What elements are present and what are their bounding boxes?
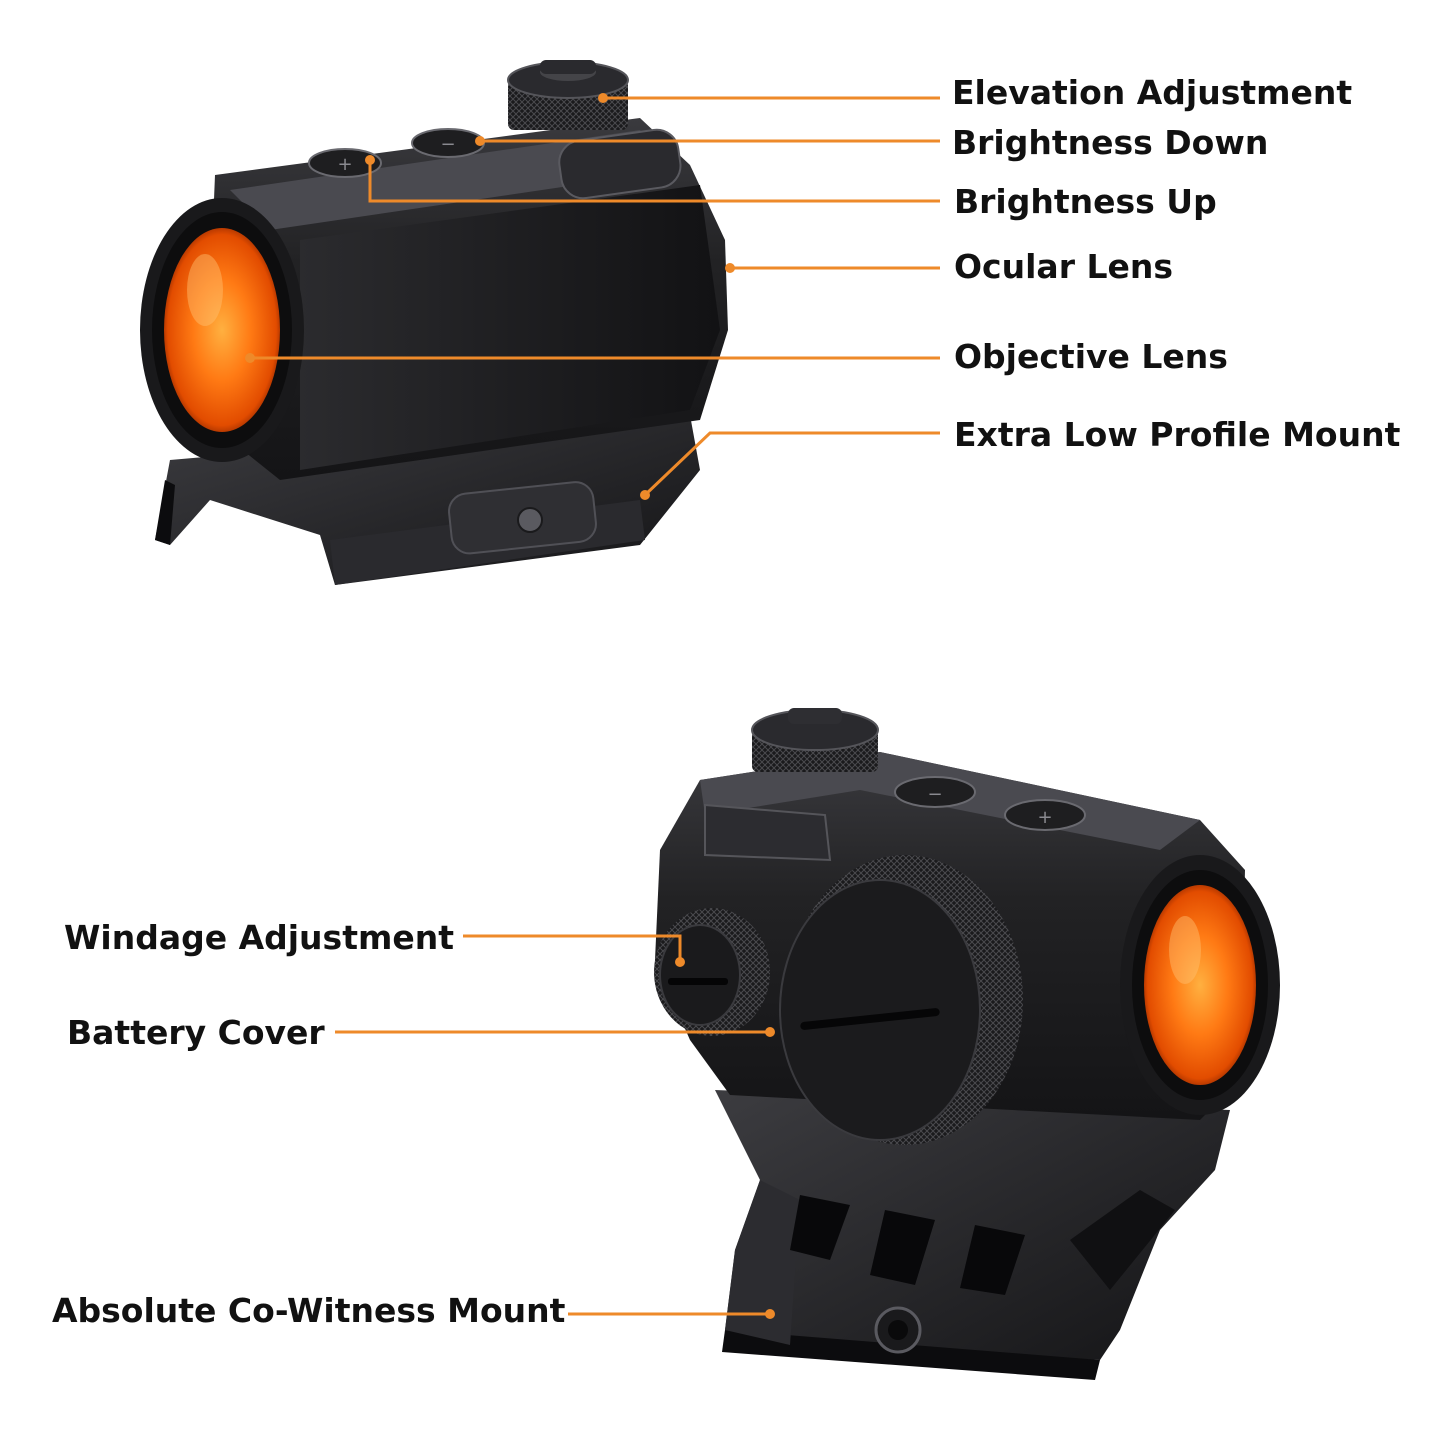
brightness-up-button-glyph-2: + <box>1037 807 1052 828</box>
leader-windage-adjustment <box>463 934 682 962</box>
leader-lines <box>250 96 940 1316</box>
leader-dot-low-mount <box>640 490 650 500</box>
leader-dot-objective <box>245 353 255 363</box>
red-dot-sight-cowitness-mount-icon: − + <box>654 708 1280 1380</box>
label-battery-cover: Battery Cover <box>67 1013 325 1052</box>
leader-dot-ocular <box>725 263 735 273</box>
brightness-down-button-glyph: − <box>440 134 455 155</box>
objective-lens-glass <box>164 228 280 432</box>
leader-dot-windage <box>675 957 685 967</box>
label-absolute-co-witness-mount: Absolute Co-Witness Mount <box>52 1291 566 1330</box>
label-extra-low-profile-mount: Extra Low Profile Mount <box>954 415 1401 454</box>
label-objective-lens: Objective Lens <box>954 337 1228 376</box>
label-elevation-adjustment: Elevation Adjustment <box>952 73 1353 112</box>
leader-dot-battery <box>765 1027 775 1037</box>
leader-dots <box>245 93 775 1319</box>
brightness-up-button-glyph: + <box>337 154 352 175</box>
leader-dot-brightness-up <box>365 155 375 165</box>
label-windage-adjustment: Windage Adjustment <box>64 918 455 957</box>
brightness-down-button-glyph-2: − <box>927 784 942 805</box>
leader-brightness-up <box>368 160 940 203</box>
leader-dot-cowitness-mount <box>765 1309 775 1319</box>
ocular-lens-glass <box>1144 885 1256 1085</box>
label-ocular-lens: Ocular Lens <box>954 247 1173 286</box>
leader-dot-elevation <box>598 93 608 103</box>
label-brightness-down: Brightness Down <box>952 123 1269 162</box>
red-dot-sight-low-mount-icon: + − <box>140 60 728 585</box>
leader-extra-low-profile-mount <box>643 431 940 497</box>
label-brightness-up: Brightness Up <box>954 182 1217 221</box>
leader-dot-brightness-down <box>475 136 485 146</box>
